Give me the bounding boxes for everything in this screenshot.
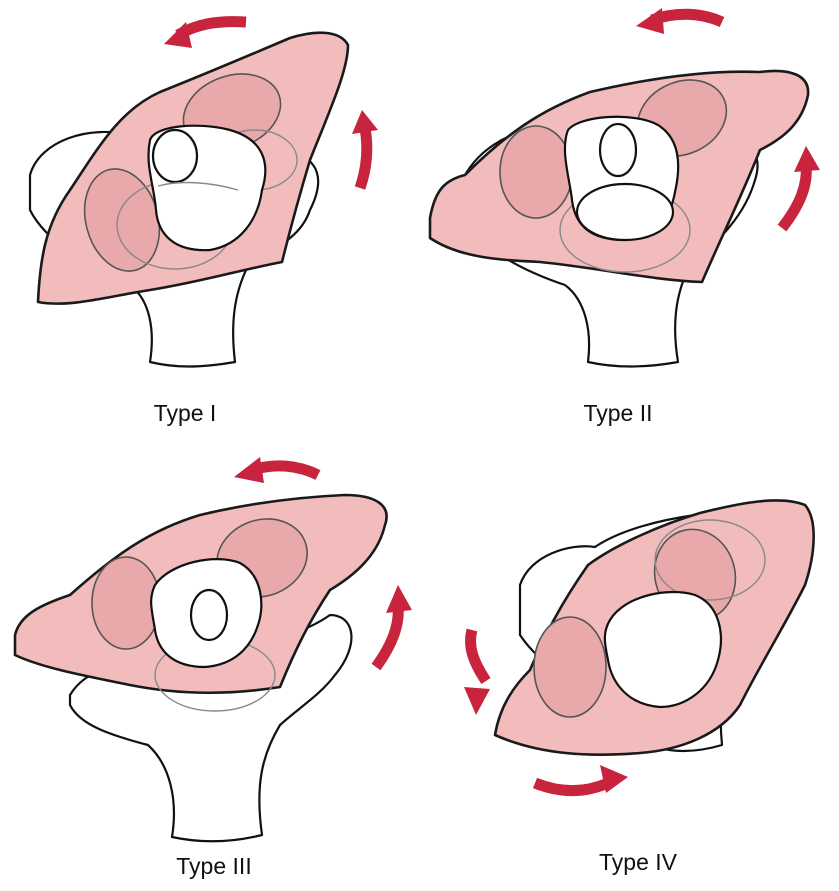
dens — [191, 590, 227, 640]
type-4-illustration — [420, 445, 839, 891]
rotation-arrowhead-top — [234, 457, 264, 483]
type-1-label: Type I — [154, 400, 217, 427]
rotation-arrowhead-right — [386, 585, 412, 613]
right-lateral-mass — [534, 617, 606, 717]
canal-lower — [577, 184, 673, 240]
dens — [153, 130, 197, 182]
rotation-arrow-right — [376, 605, 398, 667]
panel-type-2: Type II — [420, 0, 839, 440]
type-2-label: Type II — [583, 400, 652, 427]
panel-type-4: Type IV — [420, 445, 839, 891]
type-4-label: Type IV — [599, 849, 677, 876]
panel-type-3: Type III — [0, 445, 420, 891]
rotation-arrowhead-right — [794, 146, 820, 172]
type-3-illustration — [0, 445, 420, 891]
type-3-label: Type III — [176, 853, 251, 880]
rotation-arrow-bottom — [535, 783, 608, 791]
right-lateral-mass — [500, 126, 572, 218]
right-lateral-mass — [92, 557, 160, 649]
rotation-arrow-right — [360, 128, 367, 188]
rotation-arrowhead-top — [636, 8, 664, 34]
type-1-illustration — [0, 0, 420, 440]
rotation-arrowhead-left — [464, 687, 490, 715]
rotation-arrowhead-right — [352, 110, 378, 134]
dens — [600, 124, 636, 176]
type-2-illustration — [420, 0, 839, 440]
rotation-arrow-right — [782, 165, 806, 228]
rotation-arrow-left — [471, 630, 486, 681]
panel-type-1: Type I — [0, 0, 420, 440]
